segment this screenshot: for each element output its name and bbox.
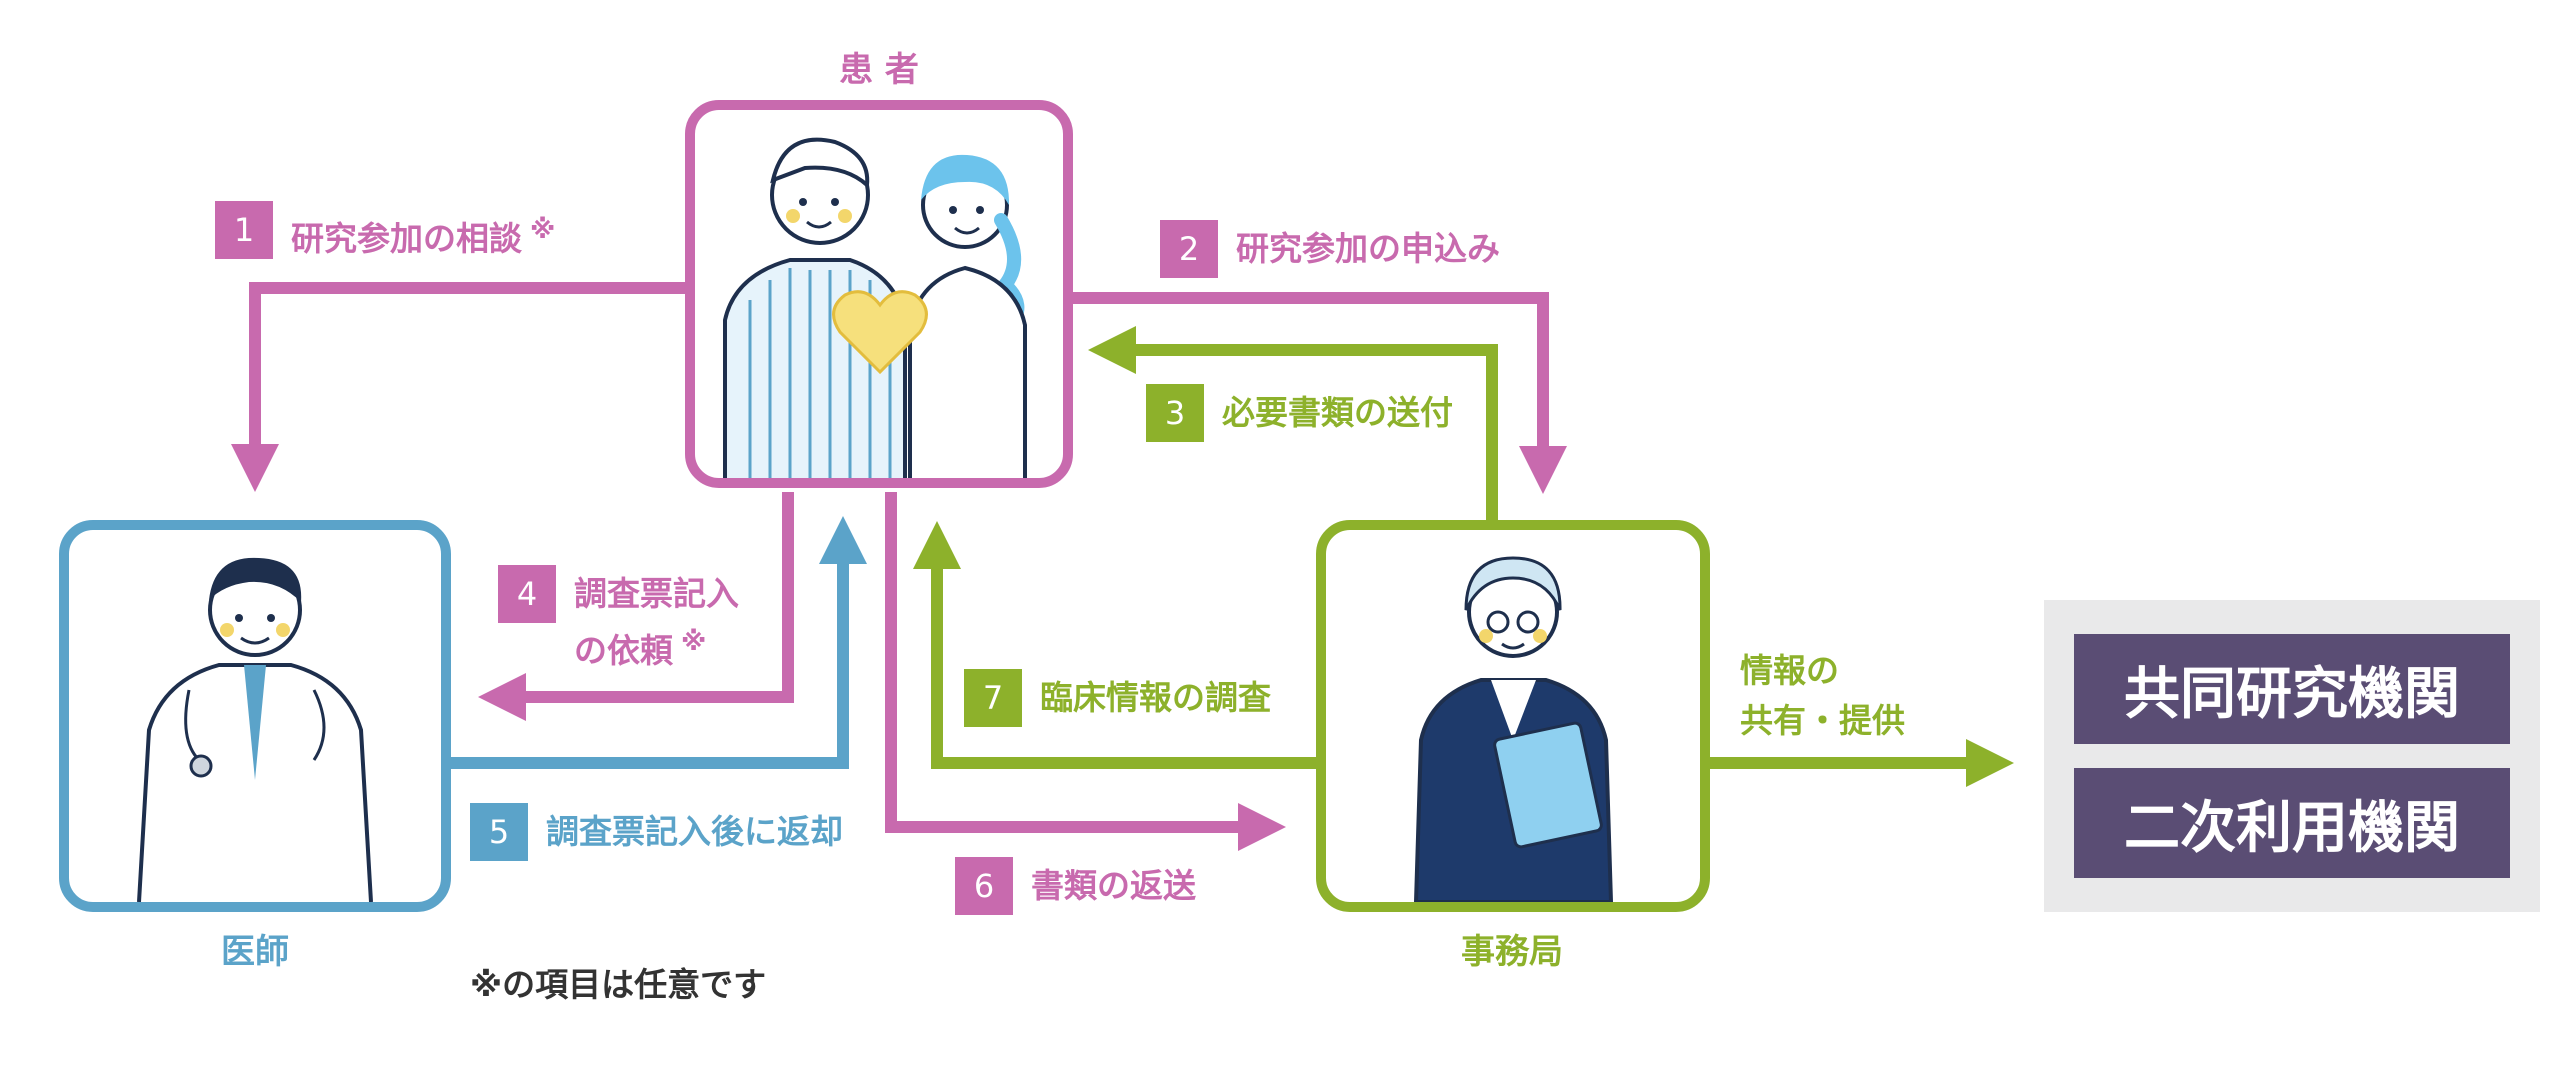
step-6-label: 6 書類の返送 [955, 857, 1196, 915]
office-box [1316, 520, 1710, 912]
arrow-step-5 [451, 516, 867, 769]
step-4-text-line2: の依頼 [574, 631, 673, 670]
doctor-title: 医師 [221, 932, 289, 972]
arrow-step-2 [1073, 292, 1567, 494]
step-1-label: 1 研究参加の相談 ※ [215, 201, 556, 263]
office-title: 事務局 [1461, 932, 1563, 972]
share-label-line2: 共有・提供 [1740, 701, 1905, 740]
office-staff-icon [1413, 556, 1614, 904]
destination-joint-research: 共同研究機関 [2074, 634, 2510, 744]
step-7-label: 7 臨床情報の調査 [964, 669, 1271, 727]
arrow-step-7 [913, 521, 1316, 769]
step-2-label: 2 研究参加の申込み [1160, 220, 1500, 278]
step-2-number: 2 [1160, 220, 1218, 278]
step-1-text: 研究参加の相談 [291, 219, 522, 258]
patient-box [685, 100, 1073, 488]
doctor-icon [137, 557, 373, 903]
patient-title: 患 者 [839, 50, 919, 90]
optional-note: ※の項目は任意です [470, 965, 767, 1004]
step-4-mark: ※ [681, 627, 707, 657]
step-5-label: 5 調査票記入後に返却 [470, 803, 843, 861]
step-4-text-line1: 調査票記入 [574, 574, 739, 613]
doctor-box [59, 520, 451, 912]
patient-couple-icon [723, 137, 1027, 478]
step-3-text: 必要書類の送付 [1222, 393, 1453, 432]
step-1-mark: ※ [530, 215, 556, 245]
step-2-text: 研究参加の申込み [1236, 229, 1500, 268]
step-6-text: 書類の返送 [1031, 866, 1196, 905]
step-1-number: 1 [215, 201, 273, 259]
step-6-number: 6 [955, 857, 1013, 915]
step-4-label: 4 調査票記入 の依頼 ※ [498, 565, 739, 670]
step-3-label: 3 必要書類の送付 [1146, 384, 1453, 442]
step-7-text: 臨床情報の調査 [1040, 678, 1271, 717]
step-4-number: 4 [498, 565, 556, 623]
share-label-line1: 情報の [1740, 651, 1839, 690]
destination-secondary-use: 二次利用機関 [2074, 768, 2510, 878]
step-5-text: 調査票記入後に返却 [546, 812, 843, 851]
step-3-number: 3 [1146, 384, 1204, 442]
arrow-step-3 [1088, 326, 1498, 520]
destinations-panel: 共同研究機関 二次利用機関 [2044, 600, 2540, 912]
arrow-step-1 [231, 282, 685, 492]
step-7-number: 7 [964, 669, 1022, 727]
share-label: 情報の 共有・提供 [1740, 646, 1905, 746]
arrow-step-4 [478, 492, 794, 721]
arrow-step-6 [885, 492, 1286, 851]
step-5-number: 5 [470, 803, 528, 861]
